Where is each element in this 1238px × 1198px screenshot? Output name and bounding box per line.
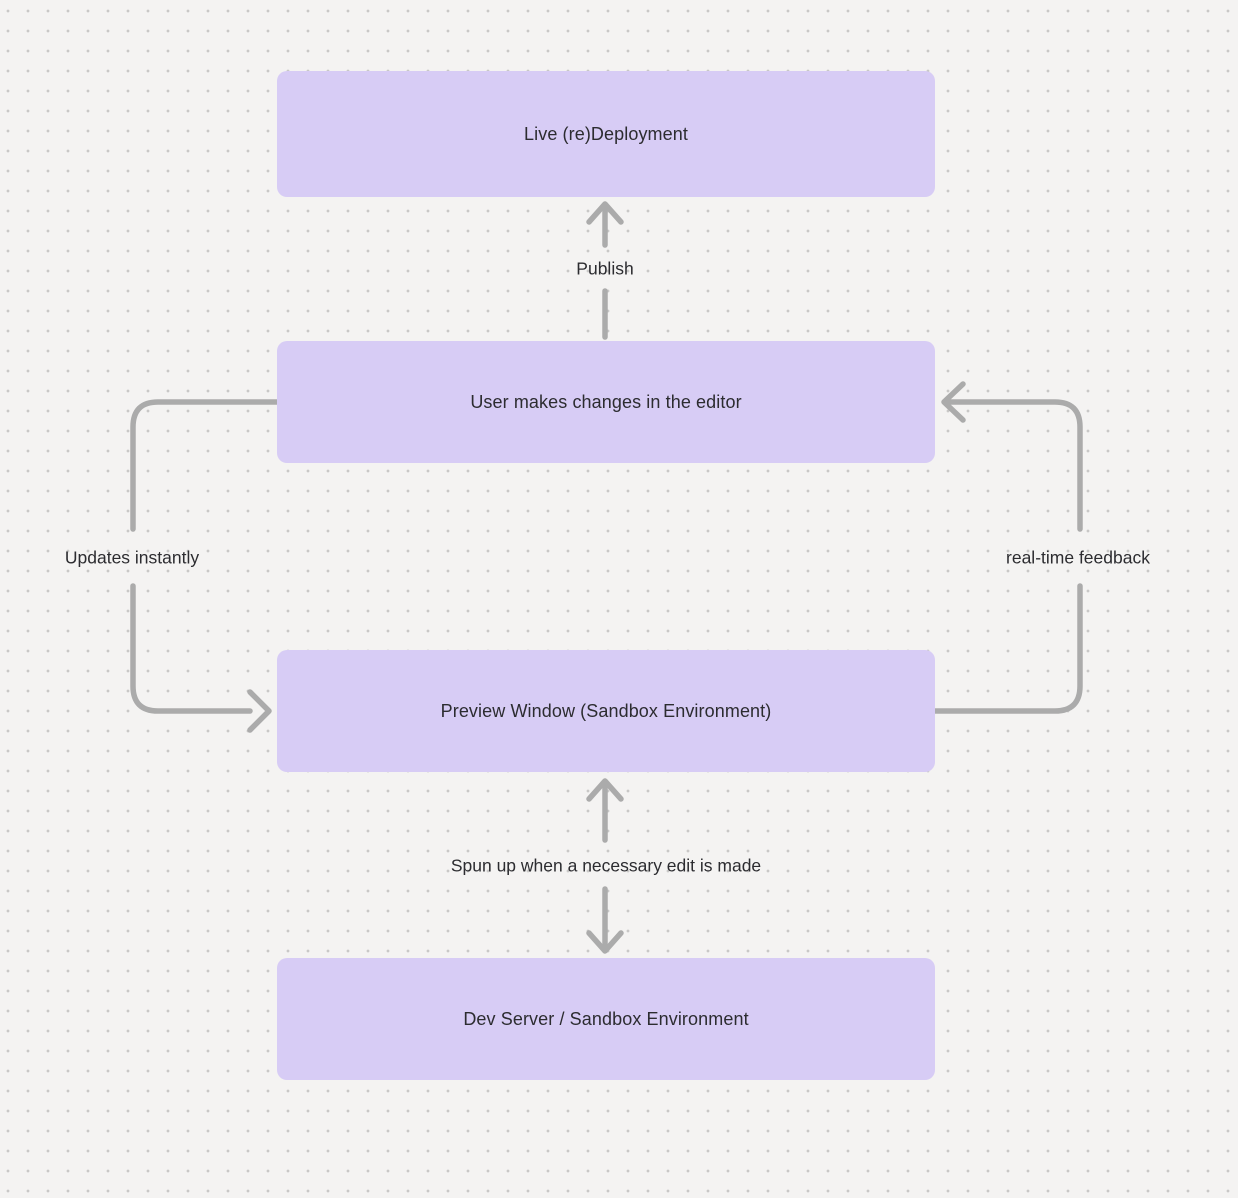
edge-publish: [586, 201, 624, 340]
node-live-redeployment-label: Live (re)Deployment: [524, 123, 688, 144]
arrow-down-icon: [586, 930, 624, 954]
node-user-editor: User makes changes in the editor: [277, 341, 935, 463]
edge-label-spun-up: Spun up when a necessary edit is made: [450, 855, 762, 876]
arrow-right-icon: [247, 689, 272, 733]
edge-label-updates-instantly: Updates instantly: [64, 547, 200, 568]
arrow-up-icon: [586, 201, 624, 225]
edge-updates-line-top: [130, 399, 280, 532]
node-dev-server-label: Dev Server / Sandbox Environment: [463, 1008, 749, 1029]
edge-realtime-line-bottom: [932, 583, 1083, 714]
edge-label-publish: Publish: [576, 258, 634, 279]
edge-updates-line-bottom: [130, 583, 253, 714]
edge-realtime-feedback: [932, 381, 1083, 714]
node-preview-window-label: Preview Window (Sandbox Environment): [440, 700, 772, 721]
node-preview-window: Preview Window (Sandbox Environment): [277, 650, 935, 772]
edge-updates-instantly: [130, 399, 280, 733]
node-user-editor-label: User makes changes in the editor: [470, 391, 742, 412]
edge-label-realtime-feedback: real-time feedback: [1006, 547, 1150, 568]
arrow-left-icon: [941, 381, 966, 423]
edge-realtime-line-top: [945, 399, 1083, 532]
edge-spun-up: [586, 778, 624, 954]
node-live-redeployment: Live (re)Deployment: [277, 71, 935, 197]
arrow-up-icon: [586, 778, 624, 802]
node-dev-server: Dev Server / Sandbox Environment: [277, 958, 935, 1080]
